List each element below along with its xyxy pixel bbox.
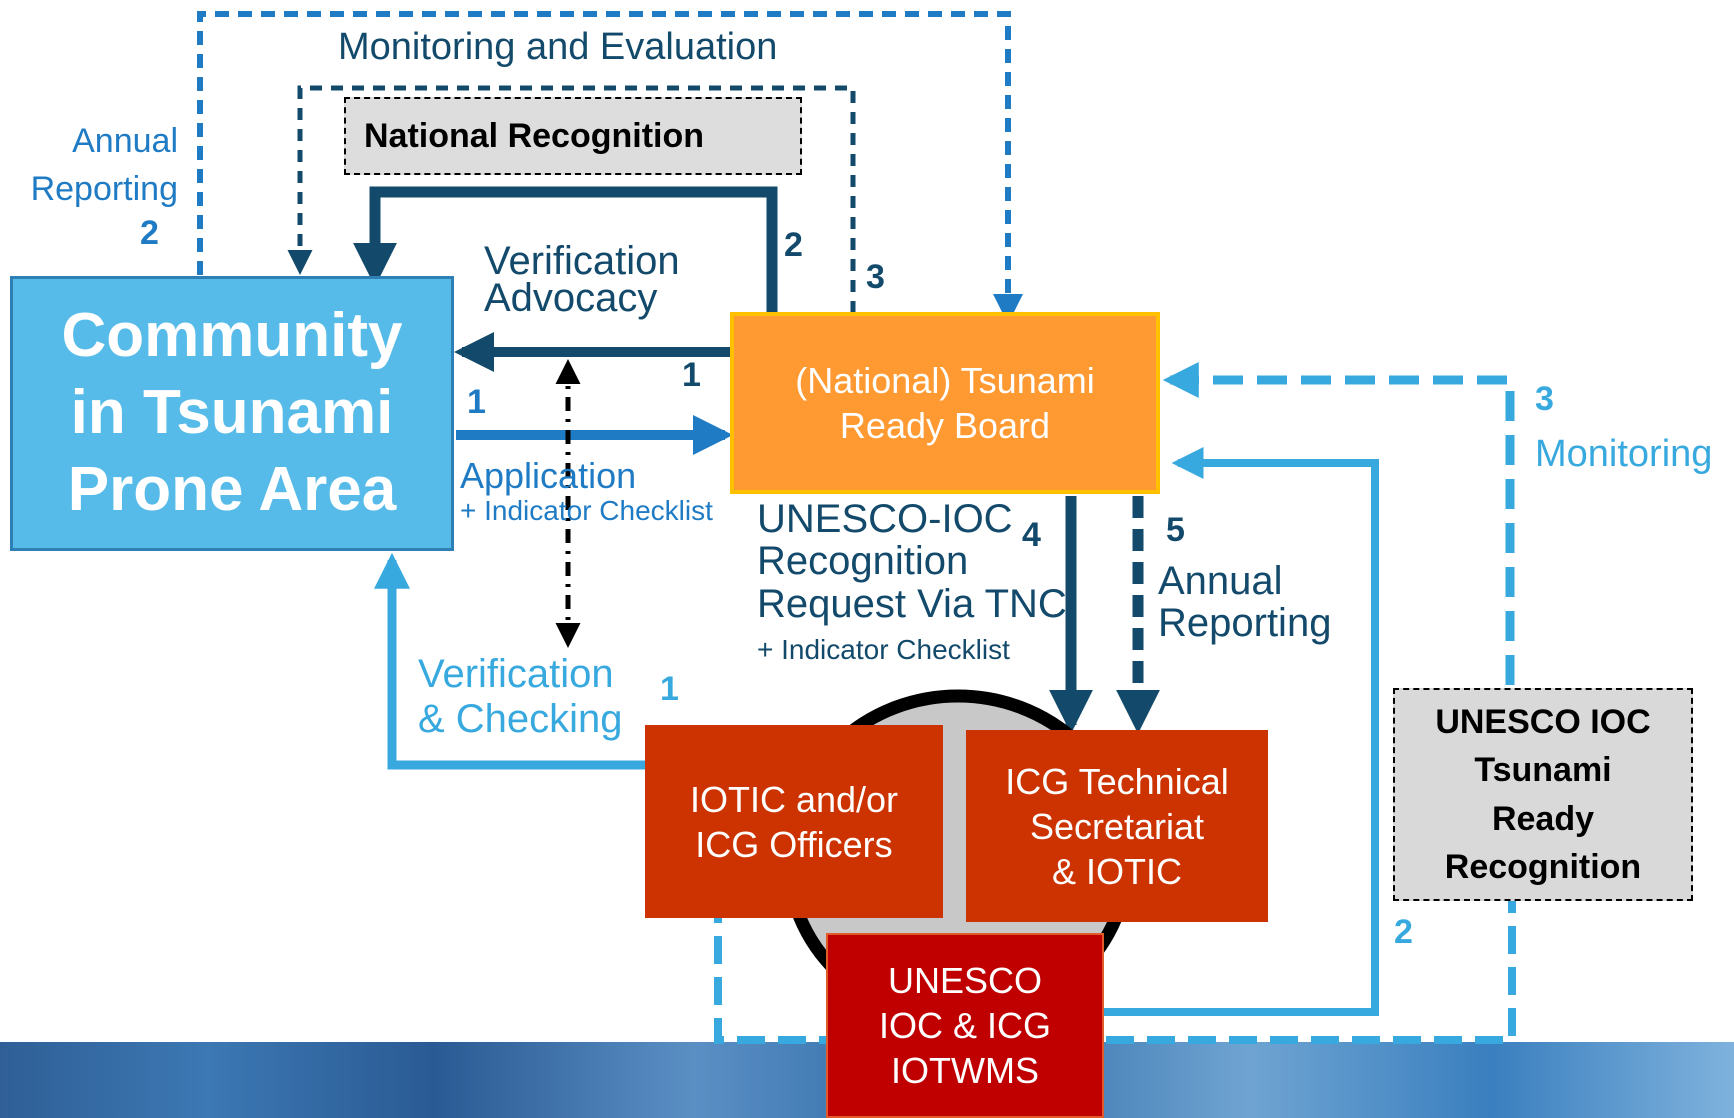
step-number: 5	[1166, 511, 1185, 549]
step-number: 1	[660, 670, 679, 708]
annual-reporting-left-label: Annual Reporting	[30, 122, 178, 208]
monitoring-evaluation-label: Monitoring and Evaluation	[338, 26, 778, 68]
unesco-iotwms-box: UNESCO IOC & ICG IOTWMS	[826, 933, 1104, 1118]
verification-checking-label: Verification & Checking	[418, 652, 623, 741]
annual-reporting-right-label: Annual Reporting	[1158, 559, 1332, 646]
step-number: 2	[1394, 913, 1413, 951]
step-number: 3	[1535, 380, 1554, 418]
verification-advocacy-label: Verification Advocacy	[484, 239, 680, 320]
national-recognition-box: National Recognition	[344, 97, 802, 175]
step-number: 2	[140, 214, 159, 252]
icg-secretariat-box: ICG Technical Secretariat & IOTIC	[966, 730, 1268, 922]
monitoring-bottom-dashed-line	[714, 893, 1516, 1044]
iotic-officers-box: IOTIC and/or ICG Officers	[645, 725, 943, 918]
national-recognition-dashed-arrow	[287, 85, 856, 313]
step-number: 1	[682, 356, 701, 394]
unesco-recognition-box: UNESCO IOC Tsunami Ready Recognition	[1393, 688, 1693, 901]
application-label: Application	[460, 455, 637, 496]
step-number: 3	[866, 258, 885, 296]
indicator-checklist-label-1: + Indicator Checklist	[460, 495, 713, 526]
national-recognition-solid-arrow	[353, 186, 778, 313]
monitoring-evaluation-arrow	[197, 11, 1023, 324]
recognition-loop-arrow	[1100, 447, 1379, 1016]
verification-checking-arrow	[374, 552, 645, 770]
step-number: 1	[467, 383, 486, 421]
monitoring-label: Monitoring	[1535, 433, 1713, 475]
ready-board-box: (National) Tsunami Ready Board	[730, 312, 1160, 494]
unesco-request-label: UNESCO-IOC Recognition Request Via TNC	[757, 497, 1067, 626]
step-number: 2	[784, 226, 803, 264]
community-box: Community in Tsunami Prone Area	[10, 276, 454, 551]
step-number: 4	[1022, 516, 1041, 554]
monitoring-dashed-arrow	[1162, 362, 1515, 685]
indicator-checklist-label-2: + Indicator Checklist	[757, 634, 1010, 665]
